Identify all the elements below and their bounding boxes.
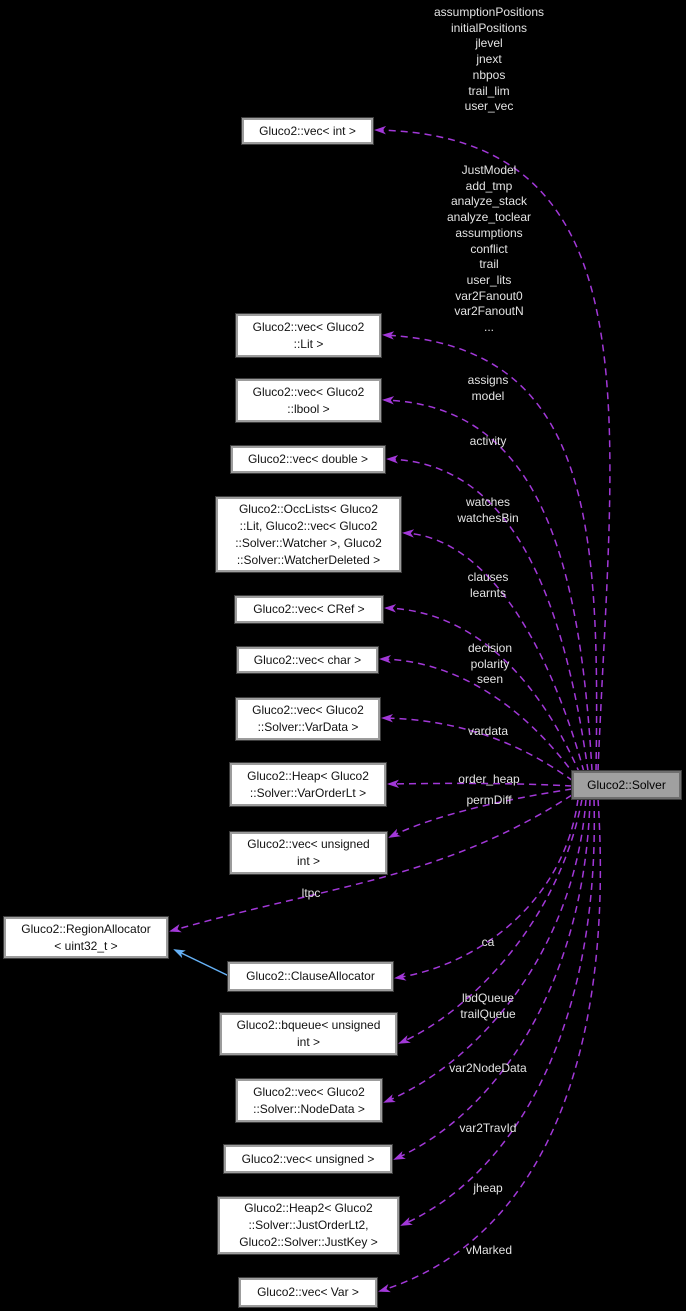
edge-label-watches: watches watchesBin (457, 495, 519, 525)
edge-vmarked (378, 798, 602, 1293)
edge-label-activity: activity (469, 434, 507, 448)
node-vec-cref[interactable]: Gluco2::vec< CRef > (234, 595, 384, 624)
edge-decision (379, 654, 577, 778)
edge-label-ltpc: ltpc (301, 886, 321, 900)
edge-var2travid (393, 798, 591, 1160)
node-vec-nodedata[interactable]: Gluco2::vec< Gluco2 ::Solver::NodeData > (235, 1078, 383, 1123)
node-heap-varorderlt[interactable]: Gluco2::Heap< Gluco2 ::Solver::VarOrderL… (229, 762, 387, 807)
edge-label-order-heap: order_heap (458, 772, 520, 786)
node-vec-vardata[interactable]: Gluco2::vec< Gluco2 ::Solver::VarData > (235, 697, 381, 741)
node-occlists[interactable]: Gluco2::OccLists< Gluco2 ::Lit, Gluco2::… (215, 496, 402, 573)
edge-label-lbdqueue: lbdQueue trailQueue (460, 991, 516, 1021)
edge-label-vardata: vardata (467, 724, 509, 738)
edge-label-jheap: jheap (473, 1181, 503, 1195)
edge-label-var2nodedata: var2NodeData (449, 1061, 527, 1075)
edge-clauses (384, 604, 581, 775)
node-vec-int[interactable]: Gluco2::vec< int > (241, 117, 374, 145)
edge-vardata (381, 713, 574, 782)
node-solver: Gluco2::Solver (571, 770, 682, 800)
edge-label-ca: ca (481, 935, 495, 949)
node-vec-lit[interactable]: Gluco2::vec< Gluco2 ::Lit > (235, 313, 382, 358)
node-vec-unsigned-int[interactable]: Gluco2::vec< unsigned int > (229, 831, 388, 875)
node-heap2[interactable]: Gluco2::Heap2< Gluco2 ::Solver::JustOrde… (217, 1196, 400, 1255)
edge-ca (394, 798, 579, 981)
edge-order-heap (387, 779, 573, 789)
edge-label-var2travid: var2TravId (459, 1121, 517, 1135)
edge-trail (382, 331, 598, 772)
node-vec-double[interactable]: Gluco2::vec< double > (230, 445, 386, 474)
edge-ltpc (169, 794, 573, 933)
edge-lbdqueue (398, 798, 583, 1044)
node-region-allocator[interactable]: Gluco2::RegionAllocator < uint32_t > (3, 916, 169, 959)
edge-label-clauses: clauses learnts (467, 570, 509, 600)
node-vec-unsigned[interactable]: Gluco2::vec< unsigned > (223, 1144, 393, 1174)
edge-label-vmarked: vMarked (465, 1243, 513, 1257)
edge-label-assigns: assigns model (467, 373, 509, 403)
edge-assigns (382, 396, 593, 772)
edge-label-permdiff: permDiff (466, 793, 512, 807)
edge-label-vec-int: assumptionPositions initialPositions jle… (433, 5, 545, 114)
node-vec-char[interactable]: Gluco2::vec< char > (236, 646, 379, 674)
node-clause-allocator[interactable]: Gluco2::ClauseAllocator (227, 961, 394, 992)
edge-activity (386, 455, 589, 772)
edge-inheritance-clauseallocator (173, 949, 230, 977)
node-bqueue[interactable]: Gluco2::bqueue< unsigned int > (219, 1012, 398, 1056)
edge-var2nodedata (383, 798, 587, 1103)
edge-jheap (400, 798, 596, 1226)
edge-user-vec (374, 125, 611, 772)
edge-label-vec-lit: JustModel add_tmp analyze_stack analyze_… (446, 163, 532, 335)
node-vec-var[interactable]: Gluco2::vec< Var > (238, 1277, 378, 1308)
edge-label-decision: decision polarity seen (467, 641, 513, 687)
node-vec-lbool[interactable]: Gluco2::vec< Gluco2 ::lbool > (235, 378, 382, 423)
